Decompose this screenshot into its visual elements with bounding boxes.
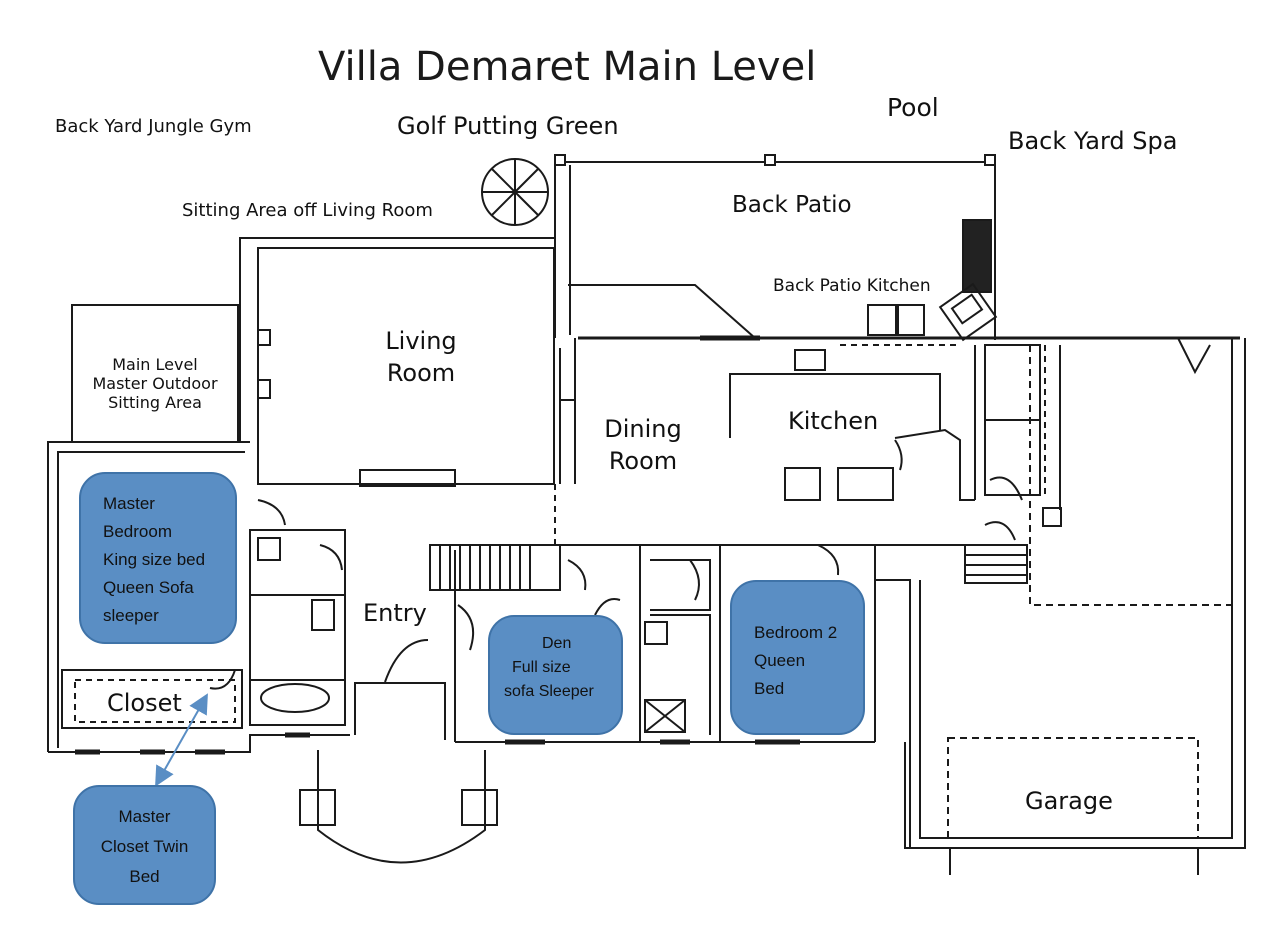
living-room-walls xyxy=(239,237,576,487)
bedroom-2-bubble: Bedroom 2 Queen Bed xyxy=(730,580,865,735)
entry-label: Entry xyxy=(363,599,427,627)
stairs xyxy=(429,544,561,591)
back-patio-label: Back Patio xyxy=(732,192,852,218)
kitchen-layout xyxy=(729,344,976,501)
garage-walls xyxy=(904,338,1246,875)
garage-label: Garage xyxy=(1025,787,1113,815)
master-closet-bubble: Master Closet Twin Bed xyxy=(73,785,216,905)
kitchen-label: Kitchen xyxy=(788,407,879,435)
master-outdoor-outline xyxy=(71,304,239,442)
master-bath xyxy=(249,529,346,726)
front-portico xyxy=(317,750,486,864)
putting-green-label: Golf Putting Green xyxy=(397,112,619,140)
utility-area xyxy=(984,337,1211,527)
closet-walls xyxy=(61,669,243,729)
plan-title: Villa Demaret Main Level xyxy=(318,44,817,90)
patio-kitchen-label: Back Patio Kitchen xyxy=(773,276,931,296)
closet-label: Closet xyxy=(107,689,182,717)
master-outdoor-label: Main Level Master Outdoor Sitting Area xyxy=(92,355,218,412)
spa-label: Back Yard Spa xyxy=(1008,127,1178,155)
jungle-gym-label: Back Yard Jungle Gym xyxy=(55,116,252,137)
master-bedroom-bubble: Master Bedroom King size bed Queen Sofa … xyxy=(79,472,237,644)
pool-label: Pool xyxy=(887,93,939,122)
living-room-label: Living Room xyxy=(385,327,457,387)
den-bubble: Den Full size sofa Sleeper xyxy=(488,615,623,735)
dining-room-label: Dining Room xyxy=(604,415,682,475)
back-patio-outline xyxy=(554,154,998,342)
closet-arrow xyxy=(155,693,208,787)
sitting-area-label: Sitting Area off Living Room xyxy=(182,200,433,221)
spiral-stair-drawing xyxy=(481,158,549,226)
